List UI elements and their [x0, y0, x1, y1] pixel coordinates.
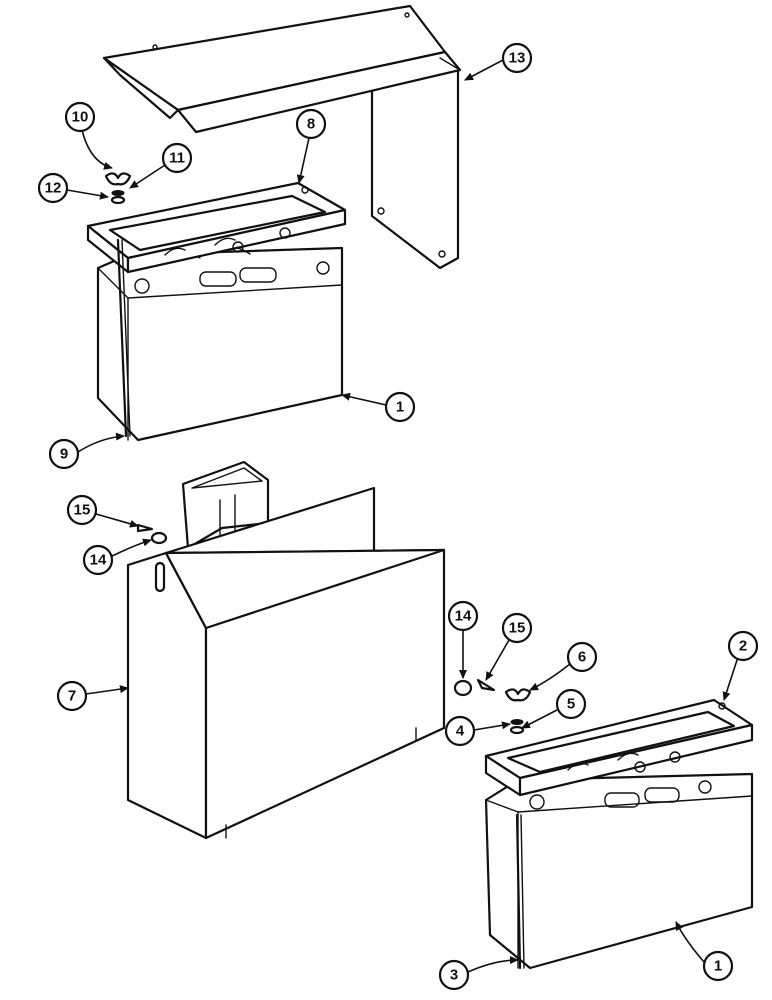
callout-1-upper: 1 — [341, 391, 416, 423]
callout-8-label: 8 — [307, 116, 315, 133]
callout-3: 3 — [438, 956, 519, 991]
battery-lower — [484, 772, 754, 970]
callout-1-upper-label: 1 — [396, 399, 404, 416]
pin-clip-right — [453, 679, 473, 697]
callout-3-label: 3 — [450, 967, 458, 984]
hold-down-rod-lower — [515, 813, 525, 970]
callout-7: 7 — [56, 680, 129, 712]
callout-14-left: 14 — [82, 538, 152, 576]
callout-9-label: 9 — [60, 446, 68, 463]
flat-washer-upper — [110, 195, 126, 205]
battery-upper — [96, 246, 344, 442]
battery-box — [126, 460, 446, 840]
lock-washer-upper — [111, 190, 125, 196]
callout-11: 11 — [129, 142, 193, 189]
callout-15-right-label: 15 — [509, 620, 526, 637]
cotter-pin-left — [136, 523, 154, 533]
hold-down-rod-upper — [116, 238, 131, 438]
callout-4: 4 — [444, 715, 511, 747]
hold-down-frame-lower — [484, 698, 754, 797]
callout-9: 9 — [48, 432, 125, 470]
flat-washer-lower — [509, 725, 525, 735]
callout-6: 6 — [529, 641, 598, 691]
callout-10-label: 10 — [72, 109, 89, 126]
callout-14-left-label: 14 — [90, 552, 107, 569]
battery-cover — [102, 4, 462, 270]
cotter-pin-right — [476, 678, 496, 692]
lock-washer-lower — [510, 719, 524, 725]
callout-2-label: 2 — [739, 638, 747, 655]
callout-1-lower-label: 1 — [714, 958, 722, 975]
callout-5-label: 5 — [567, 696, 575, 713]
callout-7-label: 7 — [68, 688, 76, 705]
callout-11-label: 11 — [169, 150, 185, 167]
callout-8: 8 — [295, 108, 327, 184]
callout-14-right-label: 14 — [455, 608, 472, 625]
callout-15-left: 15 — [66, 494, 139, 528]
pin-clip-left — [150, 531, 168, 545]
wing-nut-upper — [104, 172, 132, 186]
callout-5: 5 — [521, 688, 587, 729]
callout-1-lower: 1 — [675, 921, 734, 982]
callout-12-label: 12 — [45, 180, 62, 197]
wing-nut-lower — [504, 688, 532, 702]
callout-6-label: 6 — [578, 649, 586, 666]
callout-12: 12 — [37, 172, 109, 204]
callout-4-label: 4 — [456, 723, 465, 740]
callout-13: 13 — [464, 42, 533, 81]
callout-15-right: 15 — [485, 612, 533, 681]
hold-down-frame-upper — [86, 181, 347, 274]
callout-15-left-label: 15 — [74, 502, 91, 519]
callout-2: 2 — [722, 630, 759, 701]
callout-13-label: 13 — [509, 50, 526, 67]
callout-10: 10 — [64, 101, 113, 170]
callout-14-right: 14 — [447, 600, 479, 679]
